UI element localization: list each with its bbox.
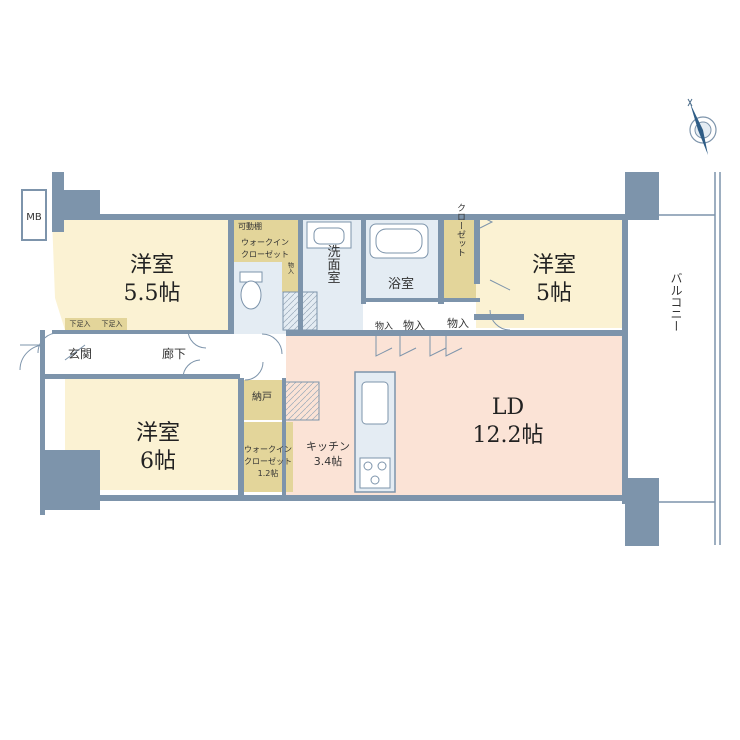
room-kitchen-size: 3.4帖 <box>314 455 343 468</box>
storage-shelf-area <box>284 381 320 421</box>
room-western-3-name: 洋室 <box>136 421 180 446</box>
room-ld-name: LD <box>492 395 524 420</box>
room-kitchen-name: キッチン <box>306 440 350 453</box>
room-hallway-label: 廊下 <box>162 346 186 361</box>
room-movable-shelf-label: 可動棚 <box>238 221 262 231</box>
room-western-3-size: 6帖 <box>140 449 176 474</box>
room-storage-a-label: 物入 <box>375 320 393 332</box>
room-wic-1-line-2: クローゼット <box>241 249 289 259</box>
balcony-label: バルコニー <box>669 272 683 332</box>
toilet-icon <box>239 271 263 310</box>
room-ld-size: 12.2帖 <box>473 423 544 448</box>
doors <box>19 215 511 381</box>
room-washroom-text: 洗面室 <box>325 245 341 284</box>
room-western-2-size: 5帖 <box>536 281 572 306</box>
room-wic-2-line-2: クローゼット <box>244 456 292 466</box>
north-compass-icon <box>687 98 717 155</box>
room-shoe-b-label: 下足入 <box>102 320 123 328</box>
balcony-text: バルコニー <box>669 272 683 332</box>
room-wic-1 <box>232 218 298 262</box>
room-western-2-name: 洋室 <box>532 253 576 278</box>
room-washroom-label: 洗面室 <box>325 245 341 284</box>
room-small-storage-text: 物入 <box>287 261 294 274</box>
wash-basin-icon <box>306 221 352 249</box>
room-wic-2-size: 1.2帖 <box>258 468 279 478</box>
room-closet <box>444 218 476 298</box>
stove-icon <box>359 457 391 489</box>
room-storage-c-label: 物入 <box>447 316 469 330</box>
room-wic-1-line-1: ウォークイン <box>241 238 289 247</box>
walls <box>21 172 659 546</box>
room-nando <box>243 380 283 420</box>
room-shoe-a-label: 下足入 <box>70 320 91 328</box>
bathtub-icon <box>369 223 429 259</box>
room-western-1-name: 洋室 <box>130 253 174 278</box>
room-nando-label: 納戸 <box>252 390 272 403</box>
room-bathroom-label: 浴室 <box>388 276 414 292</box>
room-entrance-label: 玄関 <box>68 346 92 361</box>
kitchen-sink <box>361 381 389 425</box>
room-storage-b-label: 物入 <box>403 318 425 332</box>
room-small-storage <box>282 262 298 292</box>
room-wic-2-line-1: ウォークイン <box>244 445 292 454</box>
room-small-storage-label: 物入 <box>287 261 294 274</box>
room-ld <box>286 335 626 495</box>
room-closet-label: クローゼット <box>455 203 466 257</box>
room-western-2 <box>476 218 626 328</box>
room-mb-label: MB <box>26 212 42 223</box>
room-closet-text: クローゼット <box>455 203 466 257</box>
room-shoe-storage <box>65 318 127 330</box>
room-western-1 <box>52 218 230 330</box>
room-western-1-size: 5.5帖 <box>124 281 181 306</box>
